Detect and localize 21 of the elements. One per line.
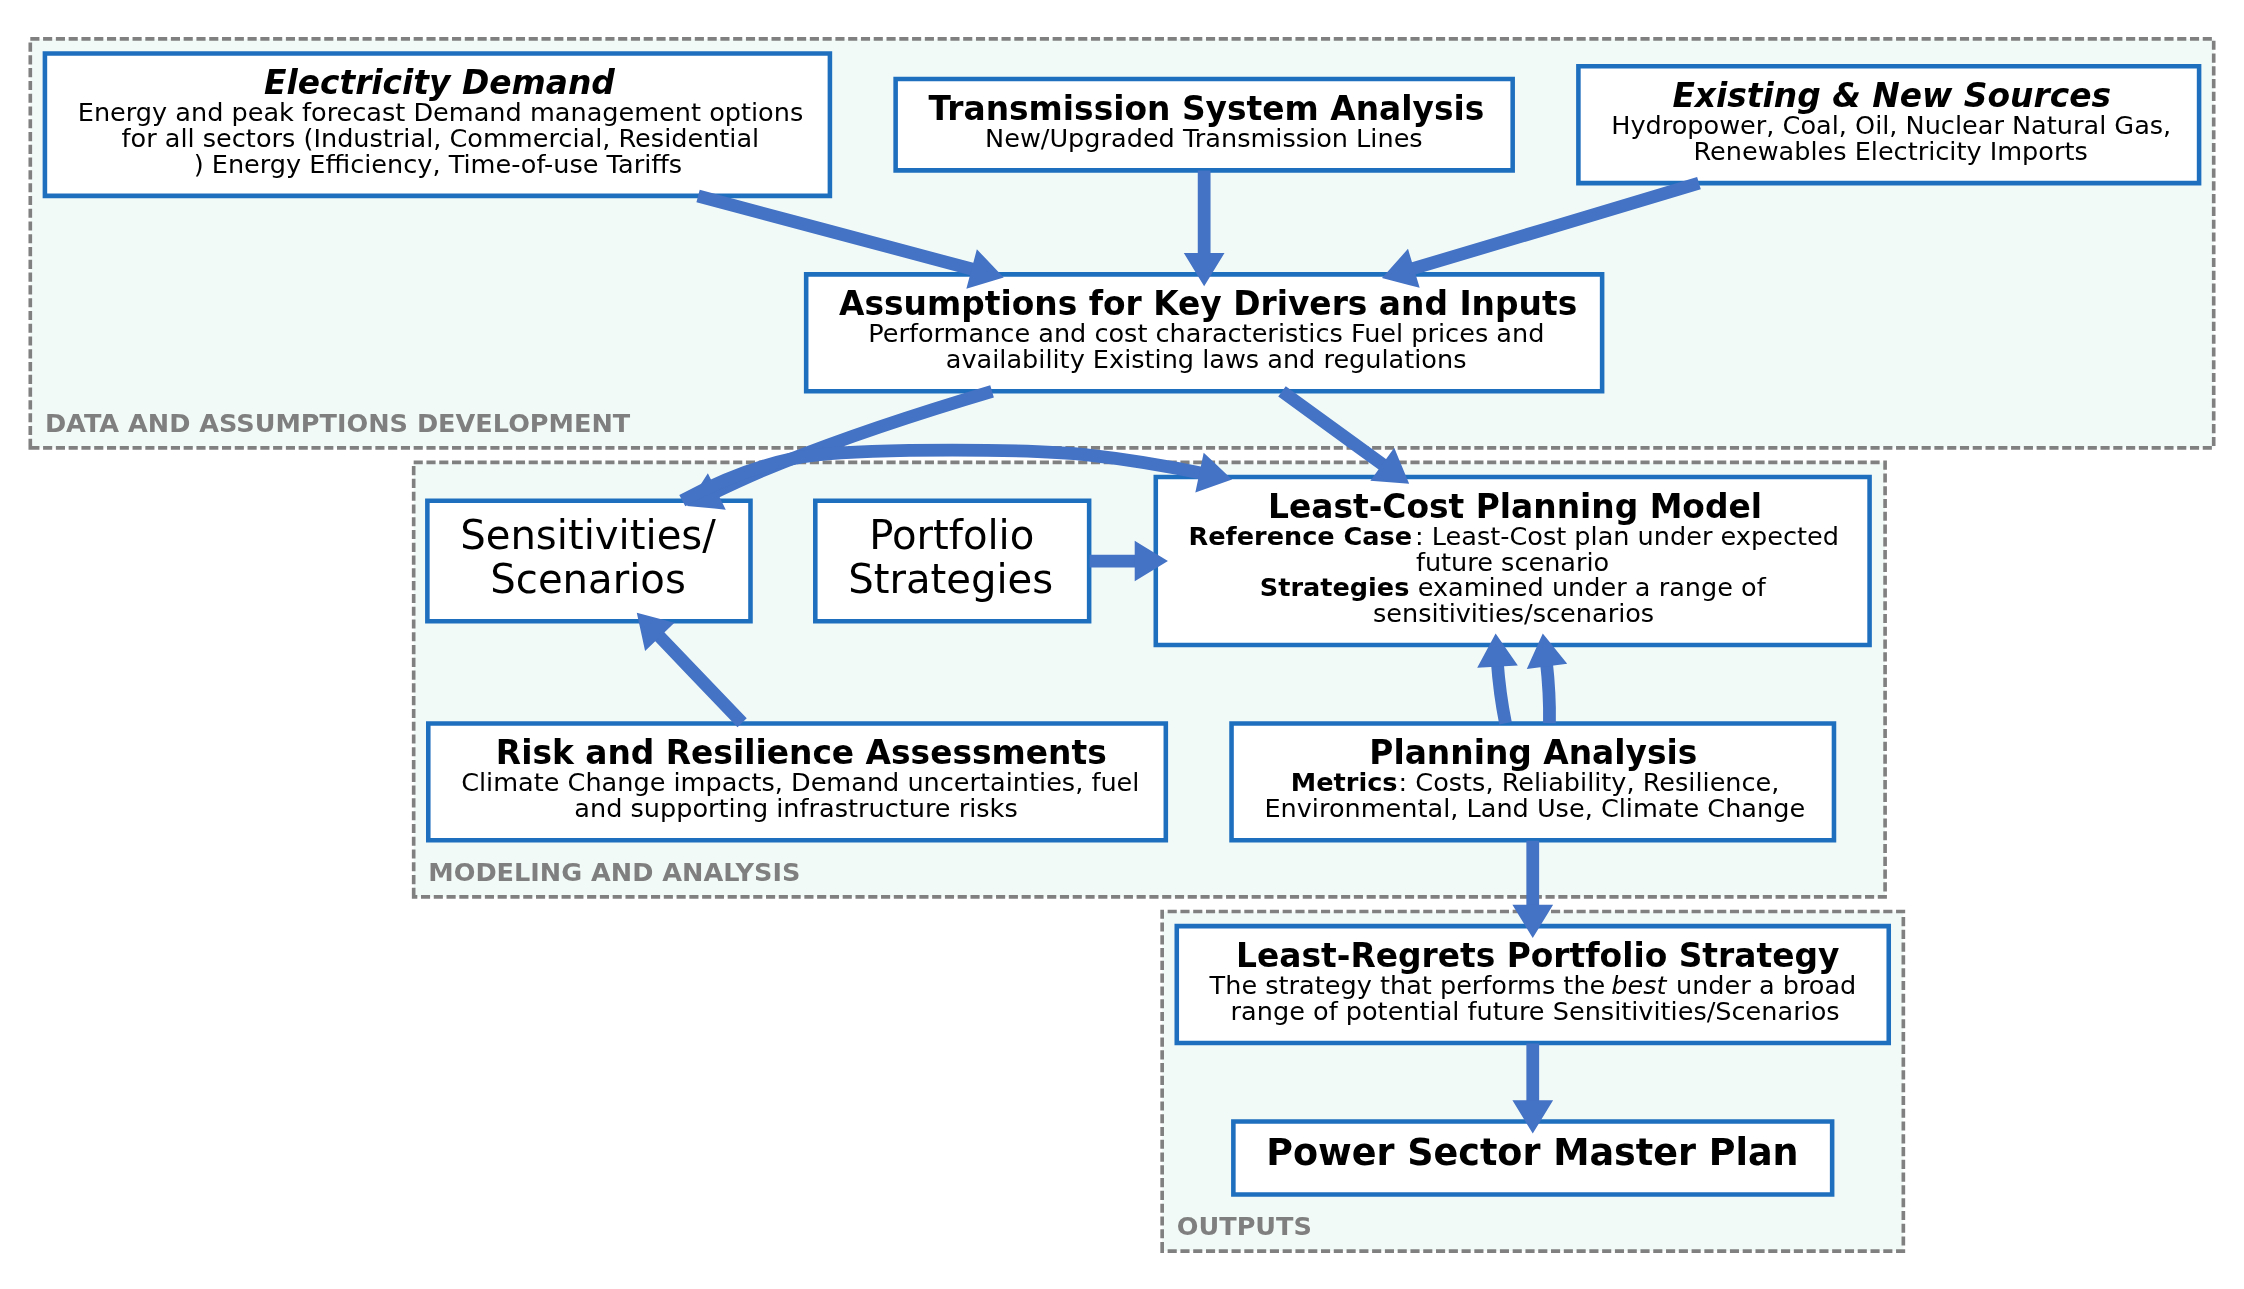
node-box: Electricity Demand Energy and peak forecast Demand management options for all sectors (Industrial, Commercial, Residential ) Energy Efficiency, Time-of-use Tariffs	[42, 50, 833, 198]
arrow	[636, 612, 747, 727]
arrow	[1089, 540, 1168, 581]
node-box: Least-Regrets Portfolio Strategy The strategy that performs the best under a broad range of potential future Sensitivities/Scenarios	[1174, 923, 1891, 1045]
arrow	[696, 189, 1004, 289]
node-box: Least-Cost Planning Model Reference Case: Least-Cost plan under expected future scenario Strategies examined under a range of sensitivities/scenarios	[1153, 474, 1872, 647]
arrow	[1477, 632, 1518, 724]
node-box: Portfolio Strategies	[813, 498, 1092, 624]
node-box: Power Sector Master Plan	[1231, 1118, 1835, 1197]
arrow	[1526, 632, 1568, 723]
node-box: Transmission System Analysis New/Upgraded Transmission Lines	[893, 76, 1515, 173]
node-box: Planning Analysis Metrics: Costs, Reliability, Resilience, Environmental, Land Use, Climate Change	[1229, 720, 1837, 843]
node-box: Sensitivities/ Scenarios	[425, 498, 753, 624]
node-box: Existing & New Sources Hydropower, Coal, Oil, Nuclear Natural Gas, Renewables Electricity Imports	[1576, 63, 2202, 185]
node-box: Assumptions for Key Drivers and Inputs Performance and cost characteristics Fuel prices and availability Existing laws and regulations	[803, 271, 1605, 393]
arrow	[1183, 169, 1225, 286]
arrow	[1382, 176, 1701, 288]
node-box: Risk and Resilience Assessments Climate Change impacts, Demand uncertainties, fuel and supporting infrastructure risks	[426, 720, 1169, 843]
arrow	[679, 443, 1233, 506]
arrow	[1512, 840, 1554, 938]
arrow	[1512, 1042, 1554, 1134]
